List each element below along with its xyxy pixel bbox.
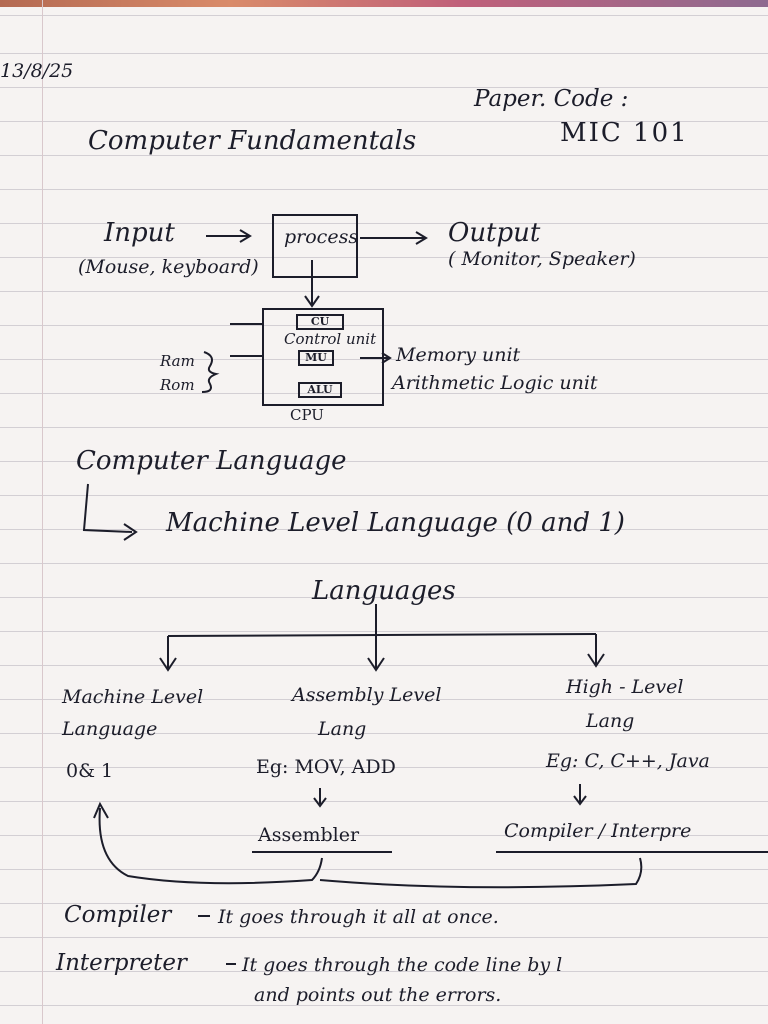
process-label: process bbox=[284, 226, 359, 248]
memory-arrowhead bbox=[381, 352, 392, 364]
hook-arrowhead bbox=[123, 523, 138, 541]
rom-label: Rom bbox=[160, 376, 195, 394]
paper-code-label: Paper. Code : bbox=[474, 86, 629, 112]
tree-branch bbox=[167, 633, 597, 637]
loop-back-arrowhead bbox=[93, 801, 109, 819]
paper-code: MIC 101 bbox=[560, 118, 689, 148]
cpu-arrowhead bbox=[304, 295, 320, 308]
page-title: Computer Fundamentals bbox=[88, 126, 417, 156]
assembler-loop-back bbox=[98, 807, 323, 885]
output-label: Output bbox=[448, 218, 541, 248]
machine-language-label: Language bbox=[62, 718, 158, 740]
page-edge-strip bbox=[0, 0, 768, 7]
computer-language-heading: Computer Language bbox=[76, 446, 347, 476]
alu-label: Arithmetic Logic unit bbox=[392, 372, 598, 394]
assembly-example: Eg: MOV, ADD bbox=[256, 756, 396, 778]
compiler-interpreter-label: Compiler / Interpre bbox=[504, 820, 692, 842]
right-arrowhead bbox=[587, 653, 605, 668]
input-label: Input bbox=[104, 218, 175, 248]
left-arrowhead bbox=[159, 657, 177, 672]
computer-language-hook bbox=[82, 483, 133, 533]
output-devices: ( Monitor, Speaker) bbox=[448, 248, 636, 270]
high-level-title: High - Level bbox=[566, 676, 684, 698]
interpreter-definition-line-1: It goes through the code line by l bbox=[242, 954, 563, 976]
cu-chip: CU bbox=[296, 314, 344, 330]
machine-level-language-line: Machine Level Language (0 and 1) bbox=[166, 508, 625, 538]
high-lang-label: Lang bbox=[586, 710, 635, 732]
assembler-label: Assembler bbox=[258, 824, 360, 846]
machine-example: 0& 1 bbox=[66, 760, 114, 782]
date: 13/8/25 bbox=[0, 60, 74, 82]
machine-level-title: Machine Level bbox=[62, 686, 204, 708]
compiler-loop-back bbox=[319, 857, 643, 889]
assembly-level-title: Assembly Level bbox=[292, 684, 442, 706]
input-devices: (Mouse, keyboard) bbox=[78, 256, 259, 278]
ram-label: Ram bbox=[160, 352, 195, 370]
memory-unit-label: Memory unit bbox=[396, 344, 521, 366]
interpreter-definition-line-2: and points out the errors. bbox=[254, 984, 502, 1006]
high-example: Eg: C, C++, Java bbox=[546, 750, 710, 772]
languages-heading: Languages bbox=[312, 576, 456, 606]
control-unit-label: Control unit bbox=[284, 330, 377, 348]
assembly-lang-label: Lang bbox=[318, 718, 367, 740]
high-down-arrowhead bbox=[573, 795, 587, 806]
cpu-label: CPU bbox=[290, 406, 324, 424]
mu-chip: MU bbox=[298, 350, 334, 366]
middle-arrowhead bbox=[367, 657, 385, 672]
input-arrowhead bbox=[239, 229, 252, 243]
compiler-definition: It goes through it all at once. bbox=[218, 906, 499, 928]
alu-chip: ALU bbox=[298, 382, 342, 398]
interpreter-term: Interpreter bbox=[56, 950, 187, 976]
output-arrowhead bbox=[415, 231, 428, 245]
ram-rom-brace bbox=[201, 351, 220, 393]
process-box bbox=[272, 214, 358, 278]
assembly-down-arrowhead bbox=[313, 797, 327, 808]
compiler-term: Compiler bbox=[64, 902, 172, 928]
margin-line bbox=[42, 0, 43, 1024]
